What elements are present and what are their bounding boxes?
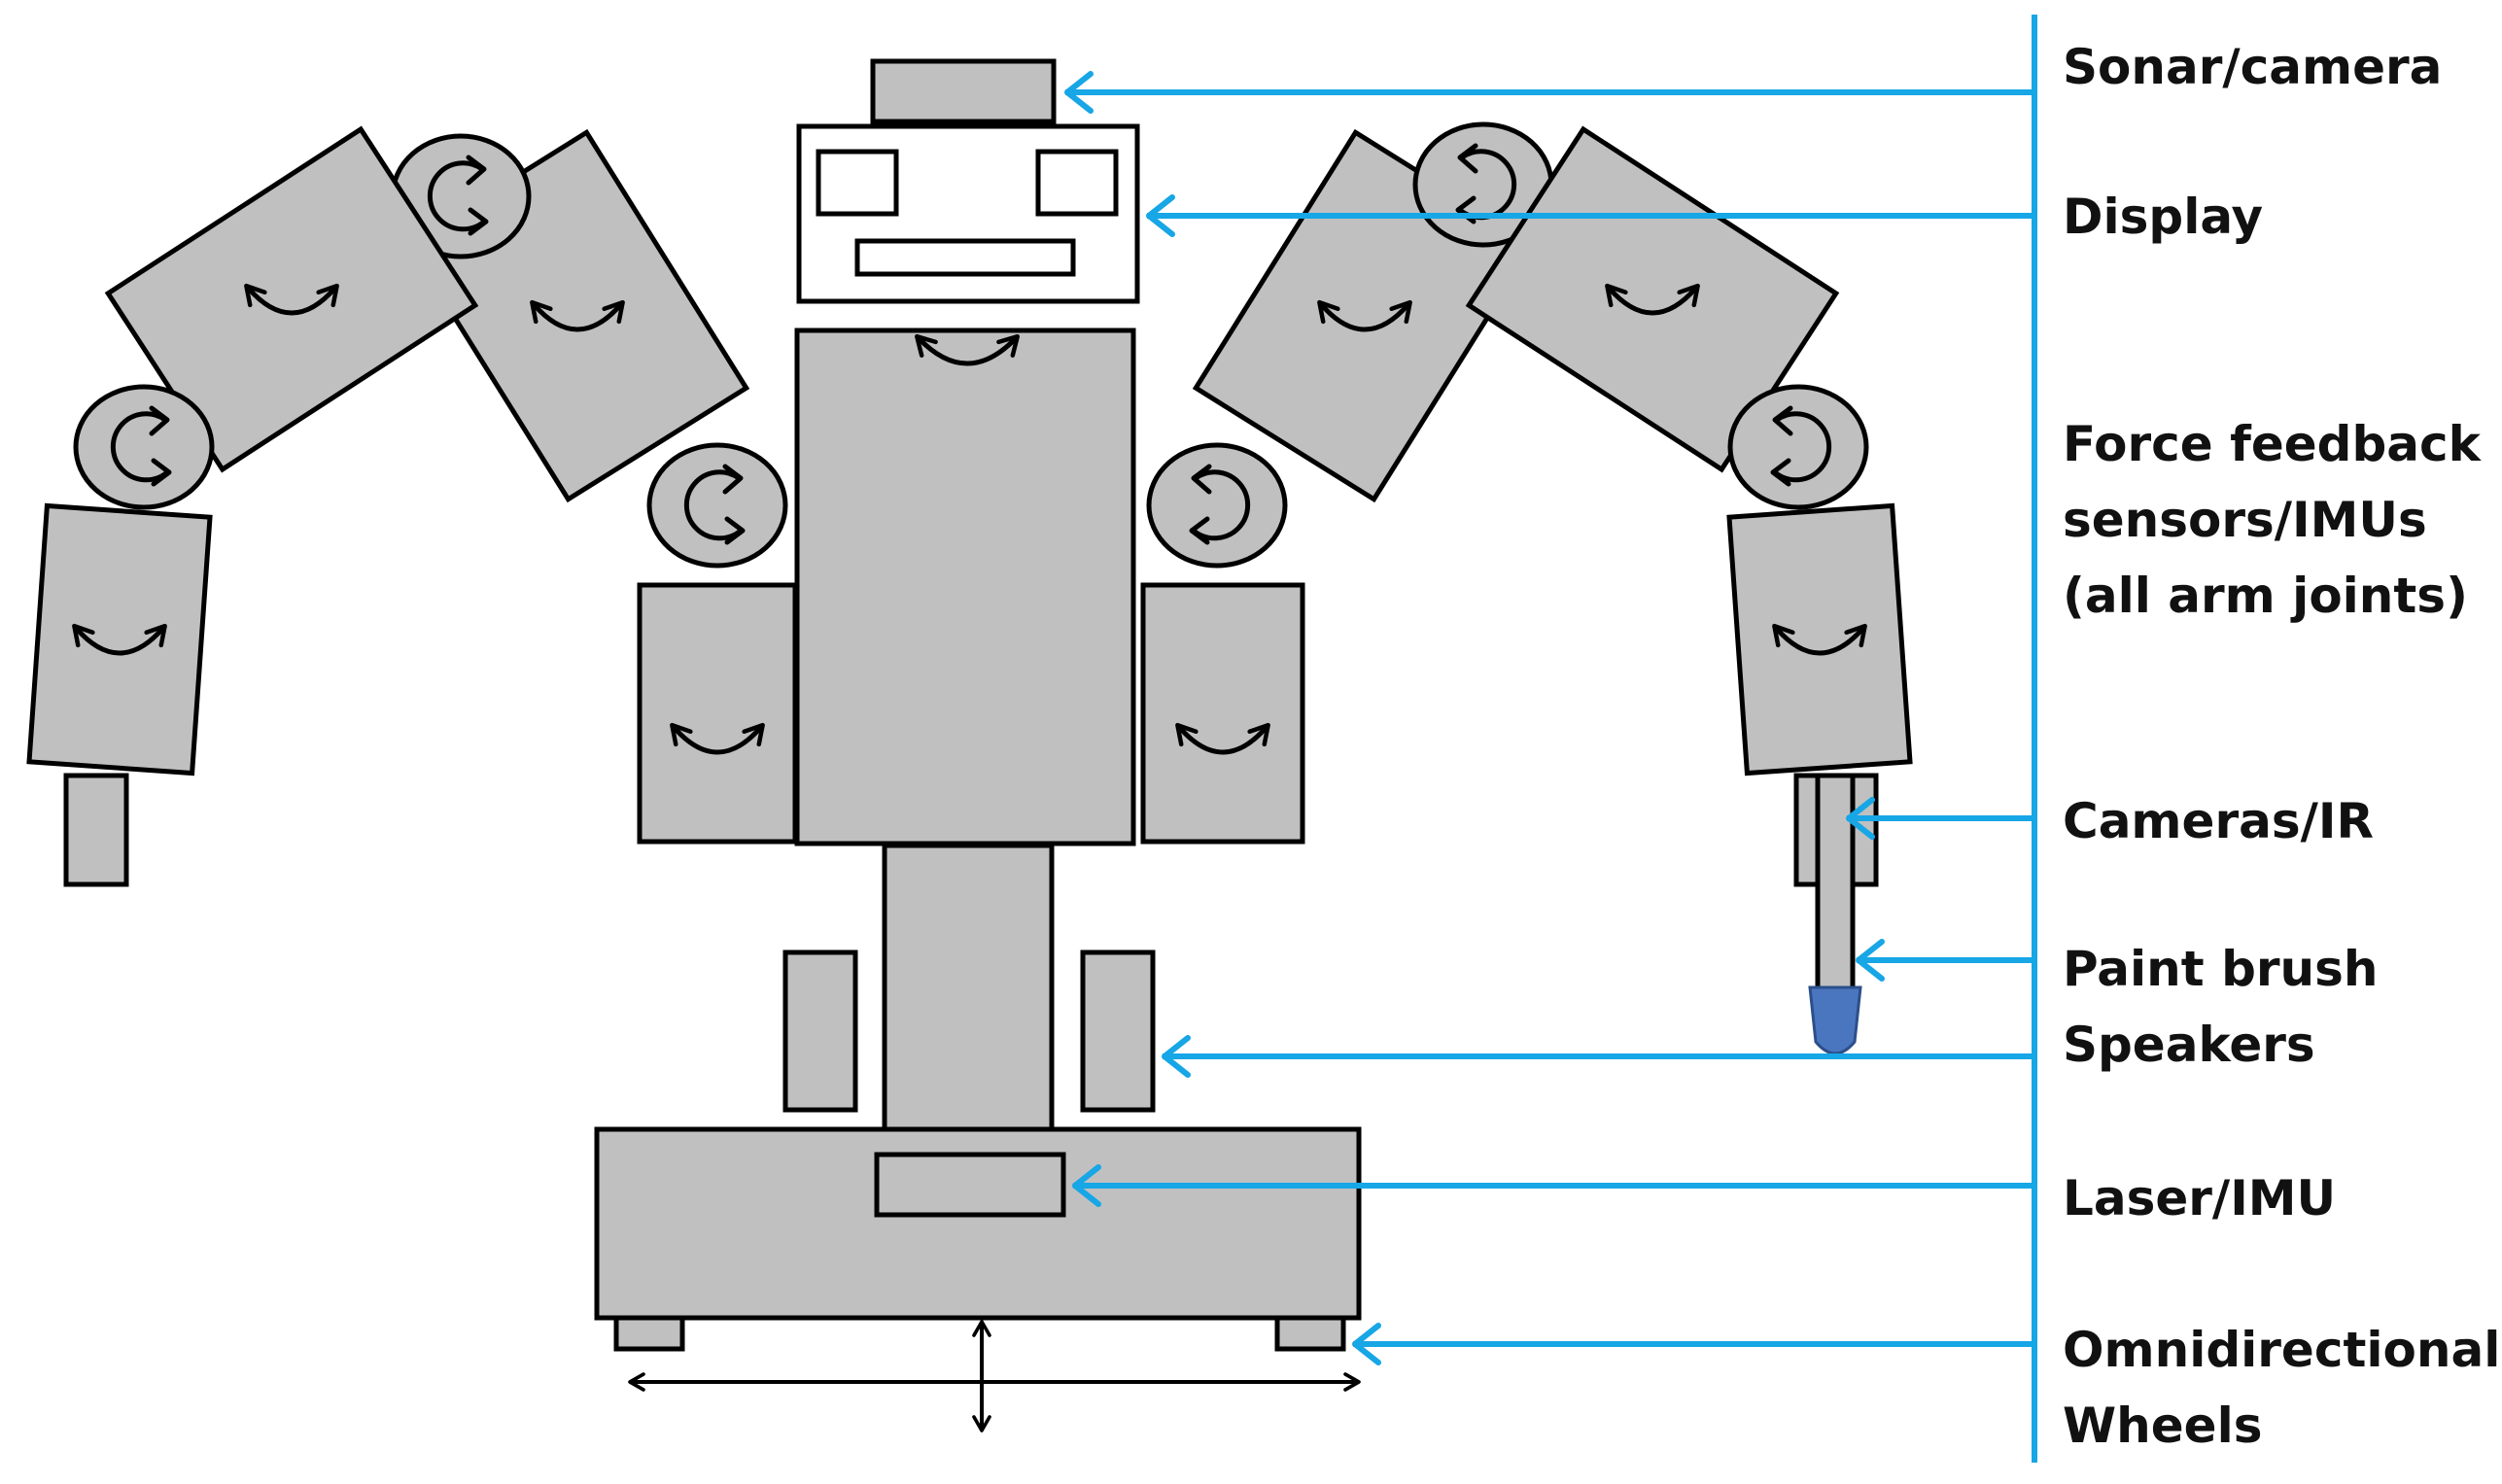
left-forearm (104, 125, 479, 473)
torso (794, 328, 1136, 846)
right-speaker (1080, 949, 1156, 1113)
laser-imu-box (874, 1152, 1066, 1218)
right-arm (1146, 121, 1913, 1055)
right-hand (1726, 502, 1913, 777)
pointer-speakers (1162, 1035, 2034, 1078)
right-wrist-joint (1727, 384, 1869, 510)
neck-column (882, 843, 1055, 1132)
left-hand (26, 502, 213, 777)
left-tool-stub (63, 773, 129, 887)
display-left-eye (816, 149, 899, 217)
right-wheel (1274, 1315, 1346, 1352)
right-brush-handle (1815, 773, 1856, 994)
label-paint-brush: Paint brush (2063, 941, 2379, 997)
left-wheel (613, 1315, 685, 1352)
left-wrist-joint (73, 384, 215, 510)
label-force-feedback-3: (all arm joints) (2063, 568, 2468, 624)
pointer-display (1146, 194, 2034, 237)
pointer-sonar (1064, 71, 2034, 114)
label-display: Display (2063, 189, 2263, 245)
label-wheels-1: Omnidirectional (2063, 1322, 2500, 1378)
left-shoulder-joint (646, 442, 788, 569)
left-shoulder (637, 582, 798, 845)
pointer-brush (1856, 939, 2034, 982)
right-shoulder (1140, 582, 1305, 845)
label-speakers: Speakers (2063, 1017, 2315, 1073)
label-laser-imu: Laser/IMU (2063, 1170, 2336, 1226)
label-wheels-2: Wheels (2063, 1398, 2262, 1454)
label-sonar-camera: Sonar/camera (2063, 39, 2442, 95)
display-mouth (854, 238, 1076, 277)
pointer-cameras (1846, 797, 2034, 840)
label-force-feedback-1: Force feedback (2063, 416, 2483, 472)
sonar-camera (870, 58, 1057, 124)
left-arm (26, 125, 788, 887)
display-right-eye (1035, 149, 1119, 217)
paint-brush-tip (1808, 985, 1862, 1055)
label-cameras-ir: Cameras/IR (2063, 793, 2374, 849)
pointer-wheels (1352, 1323, 2034, 1365)
right-shoulder-joint (1146, 442, 1288, 569)
left-speaker (782, 949, 858, 1113)
pointer-laser (1072, 1164, 2034, 1207)
display-head (796, 123, 1140, 304)
label-force-feedback-2: sensors/IMUs (2063, 492, 2427, 548)
